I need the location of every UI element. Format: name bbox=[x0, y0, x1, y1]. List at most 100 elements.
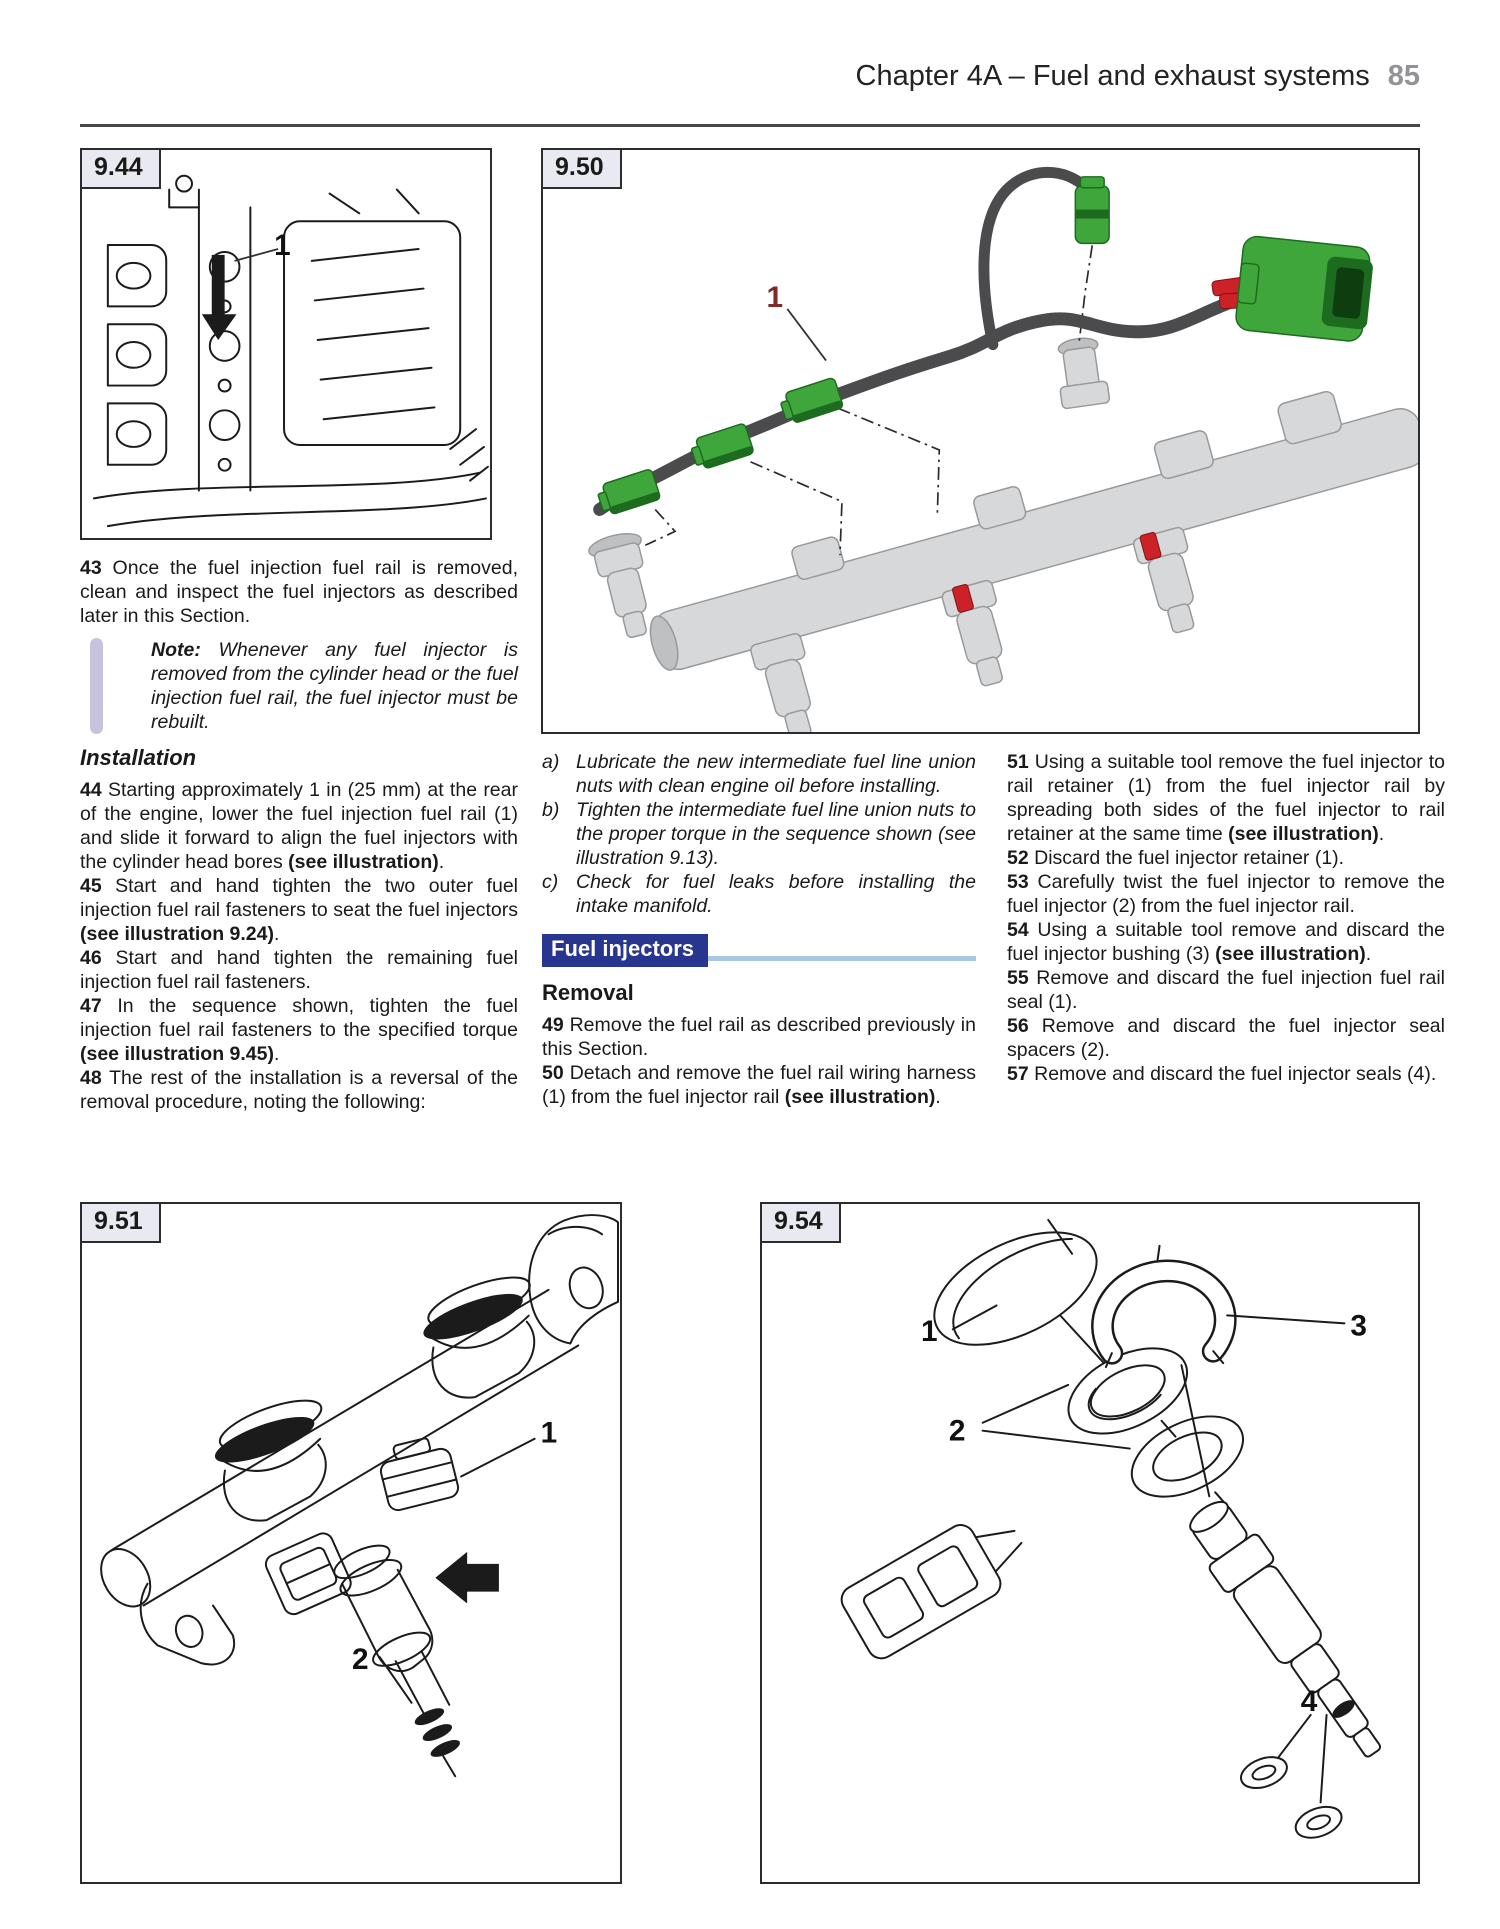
callout-2: 2 bbox=[949, 1415, 966, 1448]
text-segment: . bbox=[438, 851, 445, 873]
list-item: b)Tighten the intermediate fuel line uni… bbox=[542, 798, 976, 870]
text-segment: (see illustration 9.45) bbox=[80, 1043, 274, 1065]
para-48: 48 The rest of the installation is a rev… bbox=[80, 1066, 518, 1114]
figure-9-50-label: 9.50 bbox=[541, 148, 622, 189]
text-segment: 45 bbox=[80, 875, 102, 897]
text-segment: Using a suitable tool remove the fuel in… bbox=[1007, 751, 1445, 845]
text-segment: . bbox=[1365, 943, 1372, 965]
text-segment: Note: bbox=[151, 639, 219, 661]
page-number: 85 bbox=[1387, 60, 1420, 92]
figure-9-44: 1 9.44 bbox=[80, 148, 492, 540]
para-43: 43 Once the fuel injection fuel rail is … bbox=[80, 556, 518, 628]
para-52: 52 Discard the fuel injector retainer (1… bbox=[1007, 846, 1445, 870]
para-47: 47 In the sequence shown, tighten the fu… bbox=[80, 994, 518, 1066]
callout-2: 2 bbox=[352, 1643, 369, 1676]
text-segment: (see illustration) bbox=[288, 851, 439, 873]
text-segment: (see illustration) bbox=[1215, 943, 1366, 965]
removal-heading: Removal bbox=[542, 980, 634, 1005]
page-header: Chapter 4A – Fuel and exhaust systems 85 bbox=[856, 60, 1421, 93]
text-segment: The rest of the installation is a revers… bbox=[80, 1067, 518, 1113]
callout-1: 1 bbox=[921, 1315, 938, 1348]
figure-9-54-label: 9.54 bbox=[760, 1202, 841, 1243]
text-segment: 53 bbox=[1007, 871, 1029, 893]
text-segment: Detach and remove the fuel rail wiring h… bbox=[542, 1062, 976, 1108]
para-46: 46 Start and hand tighten the remaining … bbox=[80, 946, 518, 994]
text-segment: Remove and discard the fuel injector sea… bbox=[1028, 1063, 1437, 1085]
right-text-column: 51 Using a suitable tool remove the fuel… bbox=[1007, 750, 1445, 1086]
text-segment: . bbox=[935, 1086, 941, 1108]
list-item-marker: c) bbox=[542, 871, 559, 893]
text-segment: Starting approximately 1 in (25 mm) at t… bbox=[80, 779, 518, 873]
chapter-title: Chapter 4A – Fuel and exhaust systems bbox=[855, 60, 1370, 92]
text-segment: . bbox=[1378, 823, 1385, 845]
text-segment: 57 bbox=[1007, 1063, 1029, 1085]
text-segment: Start and hand tighten the remaining fue… bbox=[80, 947, 518, 993]
text-segment: (see illustration) bbox=[784, 1086, 936, 1108]
para-54: 54 Using a suitable tool remove and disc… bbox=[1007, 918, 1445, 966]
text-segment: Once the fuel injection fuel rail is rem… bbox=[80, 557, 518, 627]
callout-4: 4 bbox=[1301, 1685, 1318, 1718]
text-segment: Remove and discard the fuel injector sea… bbox=[1007, 1015, 1445, 1061]
installation-heading: Installation bbox=[80, 745, 197, 770]
figure-9-44-illustration: 1 bbox=[92, 174, 489, 528]
section-header-box: Fuel injectors bbox=[542, 934, 709, 967]
text-segment: In the sequence shown, tighten the fuel … bbox=[80, 995, 518, 1041]
figure-9-50-illustration: 1 bbox=[588, 166, 1418, 732]
text-segment: . bbox=[273, 923, 280, 945]
text-segment: 47 bbox=[80, 995, 102, 1017]
list-item-marker: b) bbox=[542, 799, 560, 821]
text-segment: Discard the fuel injector retainer (1). bbox=[1028, 847, 1345, 869]
text-segment: Start and hand tighten the two outer fue… bbox=[80, 875, 518, 921]
text-segment: 50 bbox=[542, 1062, 564, 1084]
figure-9-51-label: 9.51 bbox=[80, 1202, 161, 1243]
text-segment: Remove the fuel rail as described previo… bbox=[542, 1014, 976, 1060]
callout-1: 1 bbox=[766, 281, 783, 314]
text-segment: 55 bbox=[1007, 967, 1029, 989]
note-text: Note: Whenever any fuel injector is remo… bbox=[151, 638, 518, 734]
para-49: 49 Remove the fuel rail as described pre… bbox=[542, 1013, 976, 1061]
text-segment: 44 bbox=[80, 779, 102, 801]
text-segment: 48 bbox=[80, 1067, 102, 1089]
text-segment: . bbox=[273, 1043, 280, 1065]
para-56: 56 Remove and discard the fuel injector … bbox=[1007, 1014, 1445, 1062]
text-segment: 52 bbox=[1007, 847, 1029, 869]
list-item-text: Check for fuel leaks before installing t… bbox=[576, 871, 976, 917]
text-segment: Whenever any fuel injector is removed fr… bbox=[151, 639, 518, 733]
header-rule bbox=[80, 124, 1420, 127]
para-44: 44 Starting approximately 1 in (25 mm) a… bbox=[80, 778, 518, 874]
para-57: 57 Remove and discard the fuel injector … bbox=[1007, 1062, 1445, 1086]
note-bar bbox=[90, 638, 103, 734]
text-segment: 43 bbox=[80, 557, 102, 579]
section-header-underline bbox=[708, 956, 976, 961]
figure-9-51-illustration: 1 2 bbox=[100, 1214, 620, 1778]
middle-text-column: a) Lubricate the new intermediate fuel li… bbox=[542, 750, 976, 1109]
note-rebuild: Note: Whenever any fuel injector is remo… bbox=[80, 638, 518, 734]
text-segment: Carefully twist the fuel injector to rem… bbox=[1007, 871, 1445, 917]
para-53: 53 Carefully twist the fuel injector to … bbox=[1007, 870, 1445, 918]
list-item-marker: a) bbox=[542, 751, 560, 773]
text-segment: 46 bbox=[80, 947, 102, 969]
figure-9-44-label: 9.44 bbox=[80, 148, 161, 189]
figure-9-50: 1 9.50 bbox=[541, 148, 1420, 734]
figure-9-54-illustration: 1 2 3 4 bbox=[840, 1218, 1382, 1839]
callout-1: 1 bbox=[274, 229, 291, 262]
text-segment: 54 bbox=[1007, 919, 1029, 941]
text-segment: 51 bbox=[1007, 751, 1029, 773]
list-item: c) Check for fuel leaks before installing… bbox=[542, 870, 976, 918]
text-segment: (see illustration 9.24) bbox=[80, 923, 274, 945]
callout-3: 3 bbox=[1350, 1309, 1367, 1342]
para-45: 45 Start and hand tighten the two outer … bbox=[80, 874, 518, 946]
left-text-column: 43 Once the fuel injection fuel rail is … bbox=[80, 556, 518, 1114]
para-50: 50 Detach and remove the fuel rail wirin… bbox=[542, 1061, 976, 1109]
fuel-injectors-section-header: Fuel injectors bbox=[542, 934, 976, 967]
text-segment: 56 bbox=[1007, 1015, 1029, 1037]
callout-1: 1 bbox=[541, 1417, 558, 1450]
list-item: a) Lubricate the new intermediate fuel li… bbox=[542, 750, 976, 798]
figure-9-54: 1 2 3 4 9.54 bbox=[760, 1202, 1420, 1884]
list-item-text: Lubricate the new intermediate fuel line… bbox=[576, 751, 976, 797]
text-segment: Remove and discard the fuel injection fu… bbox=[1007, 967, 1445, 1013]
text-segment: Using a suitable tool remove and discard… bbox=[1007, 919, 1445, 965]
para-51: 51 Using a suitable tool remove the fuel… bbox=[1007, 750, 1445, 846]
text-segment: 49 bbox=[542, 1014, 564, 1036]
